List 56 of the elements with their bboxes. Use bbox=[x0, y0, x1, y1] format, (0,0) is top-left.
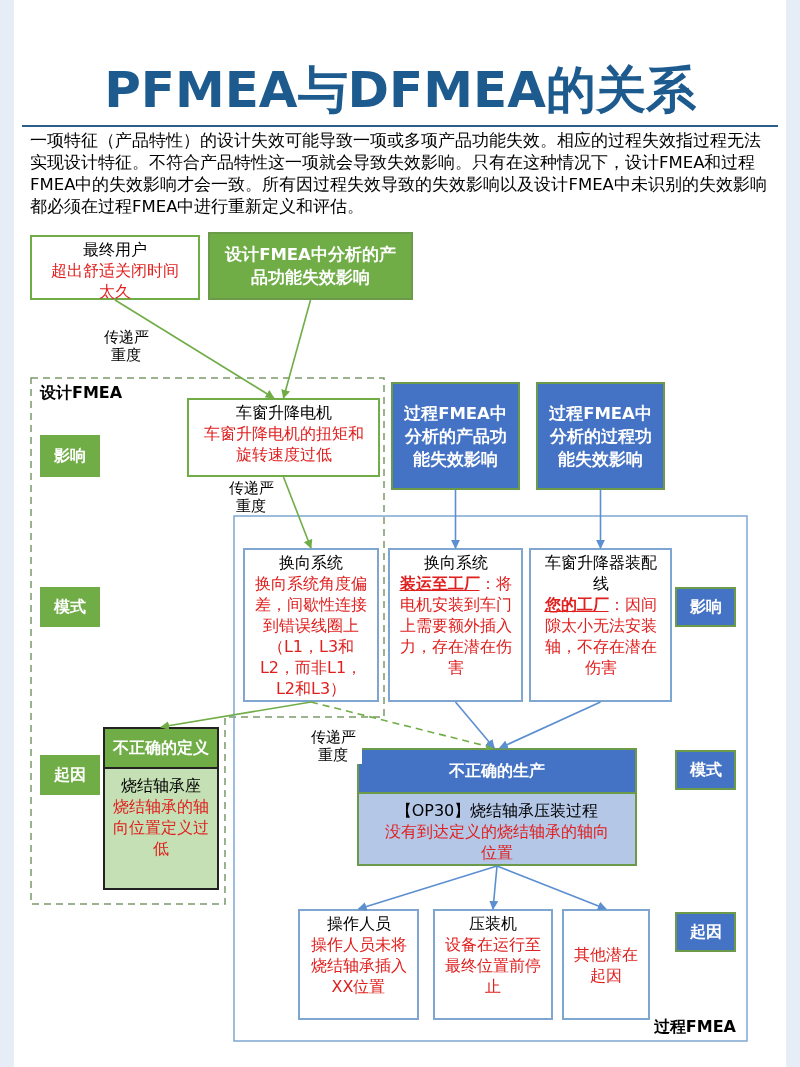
failure-box bbox=[357, 748, 637, 866]
item-name: 换向系统 bbox=[278, 552, 344, 573]
failure-box bbox=[562, 909, 650, 1020]
item-name: 烧结轴承座 bbox=[120, 775, 202, 796]
arrow bbox=[282, 476, 313, 549]
item-name: 车窗升降电机 bbox=[234, 402, 333, 423]
failure-text: 操作人员未将烧结轴承插入XX位置 bbox=[310, 934, 407, 997]
item-name: 操作人员 bbox=[325, 913, 392, 934]
row-label: 起因 bbox=[675, 912, 736, 952]
row-label: 模式 bbox=[675, 750, 736, 790]
failure-text: 换向系统角度偏差，间歇性连接到错误线圈上（L1，L3和L2，而非L1，L2和L3） bbox=[254, 573, 368, 699]
failure-text: 烧结轴承的轴向位置定义过低 bbox=[112, 796, 210, 859]
failure-box bbox=[433, 909, 553, 1020]
failure-text: 您的工厂：因间隙太小无法安装轴，不存在潜在伤害 bbox=[543, 594, 658, 678]
row-label: 起因 bbox=[40, 755, 100, 795]
arrow bbox=[310, 701, 496, 751]
item-name: 车窗升降器装配线 bbox=[543, 552, 658, 594]
row-label: 影响 bbox=[40, 435, 100, 477]
arrow bbox=[499, 701, 602, 749]
failure-box bbox=[388, 548, 523, 702]
row-label: 影响 bbox=[675, 587, 736, 627]
item-name: 【OP30】烧结轴承压装过程 bbox=[394, 800, 600, 821]
failure-box bbox=[243, 548, 379, 702]
heading-box: 过程FMEA中分析的过程功能失效影响 bbox=[536, 382, 665, 490]
arrow bbox=[451, 489, 460, 549]
heading-box: 设计FMEA中分析的产品功能失效影响 bbox=[208, 232, 413, 300]
region-title: 过程FMEA bbox=[653, 1017, 736, 1038]
failure-box bbox=[298, 909, 419, 1020]
failure-box bbox=[187, 398, 380, 477]
arrow bbox=[454, 701, 495, 749]
header-band: 不正确的定义 bbox=[105, 729, 217, 769]
failure-box bbox=[103, 727, 219, 890]
failure-text: 其他潜在起因 bbox=[574, 943, 638, 986]
arrow bbox=[489, 865, 499, 910]
failure-box bbox=[30, 235, 200, 300]
arrow bbox=[357, 865, 498, 911]
title: PFMEA与DFMEA的关系 bbox=[103, 60, 697, 121]
arrow bbox=[496, 865, 607, 911]
header-band: 不正确的生产 bbox=[359, 750, 635, 794]
arrow bbox=[596, 489, 605, 549]
item-name: 换向系统 bbox=[422, 552, 489, 573]
heading-box: 过程FMEA中分析的产品功能失效影响 bbox=[391, 382, 520, 490]
arrow bbox=[281, 299, 312, 399]
item-name: 压装机 bbox=[468, 913, 518, 934]
arrow bbox=[160, 701, 312, 731]
failure-text: 设备在运行至最终位置前停止 bbox=[445, 934, 541, 997]
failure-text: 没有到达定义的烧结轴承的轴向位置 bbox=[384, 821, 610, 863]
failure-text: 超出舒适关闭时间太久 bbox=[50, 260, 180, 302]
row-label: 模式 bbox=[40, 587, 100, 627]
arrow bbox=[114, 299, 275, 399]
intro-paragraph: 一项特征（产品特性）的设计失效可能导致一项或多项产品功能失效。相应的过程失效指过程无法实现设计特征。不符合产品特性这一项就会导致失效影响。只有在这种情况下，设计FMEA和过程FMEA中的失效影响才会一致。所有因过程失效导致的失效影响以及设计FMEA中未识别的失效影响都必须在过程FMEA中进行重新定义和评估。 bbox=[30, 130, 768, 218]
region-title: 设计FMEA bbox=[40, 383, 123, 404]
failure-text: 车窗升降电机的扭矩和旋转速度过低 bbox=[202, 423, 365, 465]
item-name: 最终用户 bbox=[82, 239, 148, 260]
failure-text: 装运至工厂：将电机安装到车门上需要额外插入力，存在潜在伤害 bbox=[399, 573, 512, 678]
failure-box bbox=[529, 548, 672, 702]
